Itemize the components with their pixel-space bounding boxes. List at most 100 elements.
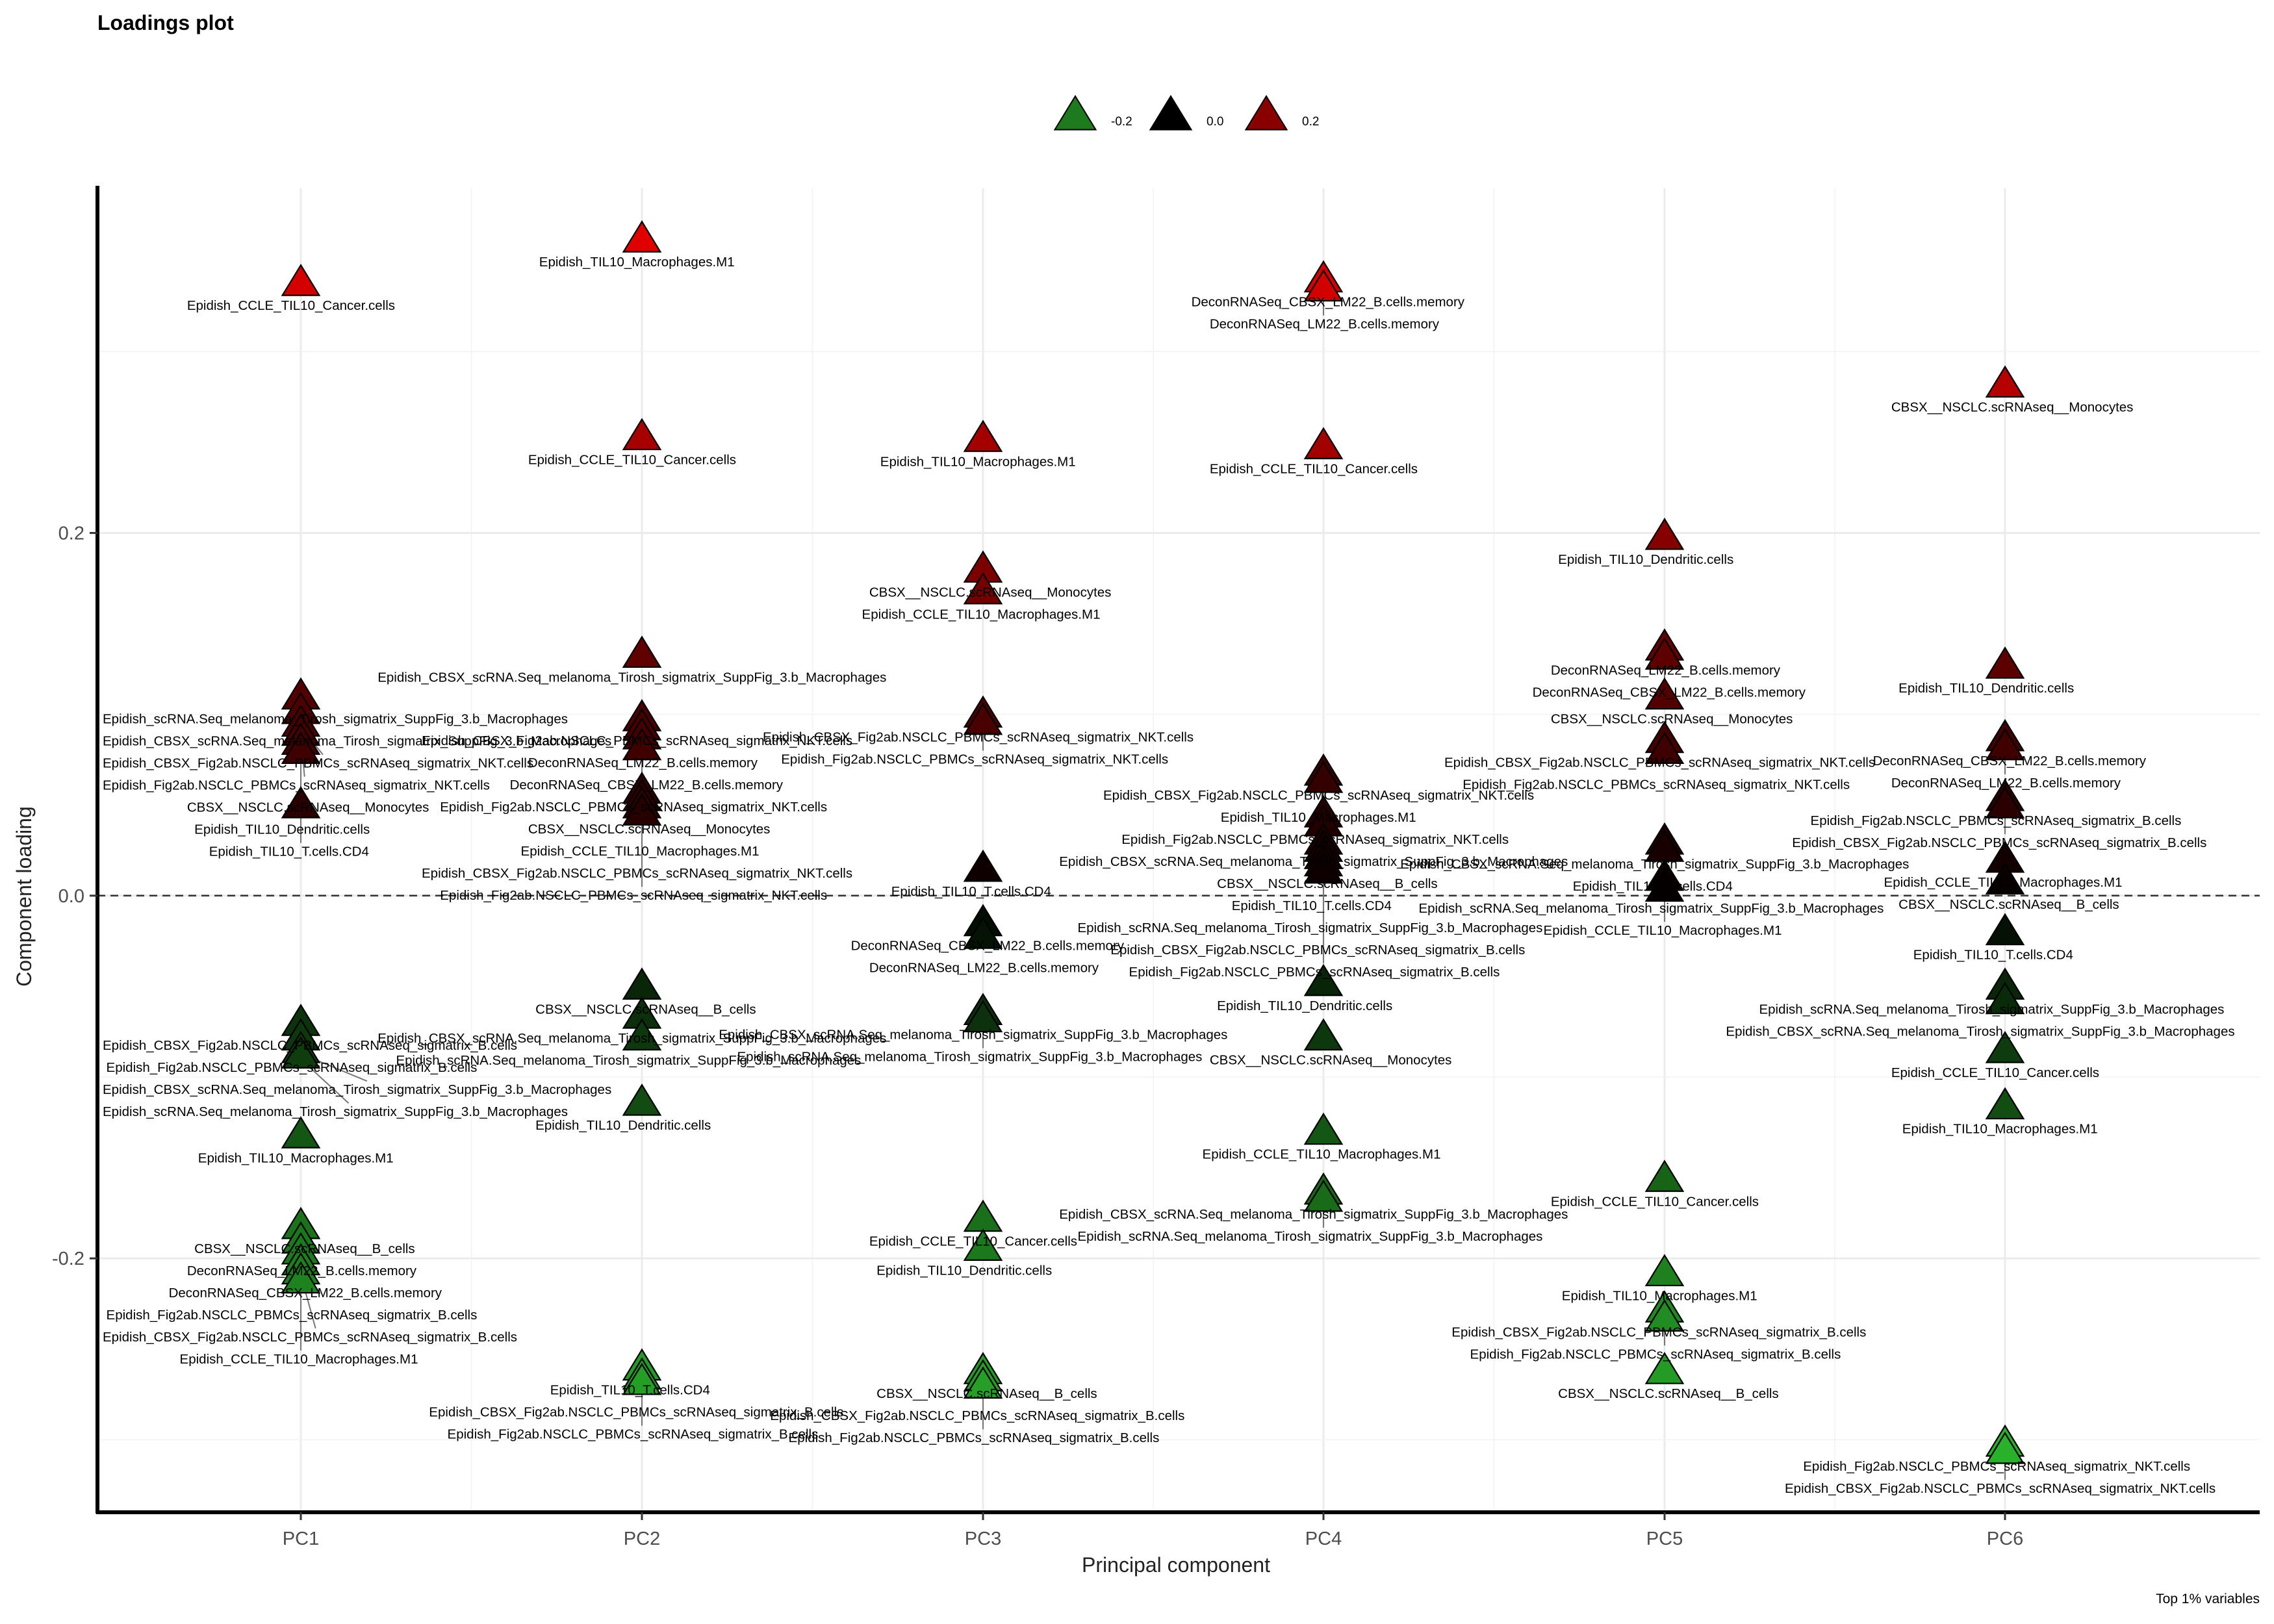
point-label: Epidish_CBSX_Fig2ab.NSCLC_PBMCs_scRNAseq…	[1103, 788, 1534, 803]
point-label: Epidish_Fig2ab.NSCLC_PBMCs_scRNAseq_sigm…	[440, 888, 827, 903]
point-label: DeconRNASeq_LM22_B.cells.memory	[1551, 663, 1781, 678]
point-label: Epidish_CCLE_TIL10_Macrophages.M1	[1884, 875, 2123, 890]
loading-marker	[1644, 869, 1685, 902]
loading-marker	[1303, 1112, 1344, 1145]
y-axis-title: Component loading	[12, 806, 36, 987]
loading-marker	[1985, 646, 2025, 679]
point-label: Epidish_scRNA.Seq_melanoma_Tirosh_sigmat…	[1759, 1002, 2224, 1017]
point-label: CBSX__NSCLC.scRNAseq__B_cells	[1898, 897, 2119, 912]
point-label: Epidish_TIL10_T.cells.CD4	[1232, 898, 1392, 913]
loading-marker	[281, 1036, 321, 1069]
point-label: DeconRNASeq_CBSX_LM22_B.cells.memory	[169, 1286, 442, 1300]
point-label: Epidish_TIL10_Macrophages.M1	[539, 255, 735, 270]
point-label: Epidish_TIL10_Macrophages.M1	[1221, 810, 1416, 825]
loading-marker	[622, 635, 662, 668]
loading-marker	[1303, 1018, 1344, 1051]
loading-marker	[1985, 1431, 2025, 1464]
loading-marker	[1644, 637, 1685, 670]
point-label: Epidish_TIL10_T.cells.CD4	[1913, 948, 2073, 963]
point-label: DeconRNASeq_LM22_B.cells.memory	[869, 961, 1099, 976]
loading-marker	[622, 728, 662, 761]
loading-marker	[622, 793, 662, 826]
point-label: Epidish_Fig2ab.NSCLC_PBMCs_scRNAseq_sigm…	[103, 778, 490, 793]
point-label: Epidish_Fig2ab.NSCLC_PBMCs_scRNAseq_sigm…	[1463, 778, 1850, 793]
point-label: DeconRNASeq_LM22_B.cells.memory	[1210, 317, 1440, 332]
loading-marker	[281, 264, 321, 296]
point-label: CBSX__NSCLC.scRNAseq__Monocytes	[869, 585, 1112, 600]
loading-marker	[622, 1018, 662, 1051]
x-tick-label-pc4: PC4	[1305, 1529, 1342, 1549]
point-label: DeconRNASeq_LM22_B.cells.memory	[528, 755, 758, 770]
point-label: Epidish_TIL10_Dendritic.cells	[535, 1118, 711, 1133]
y-tick-label: -0.2	[52, 1249, 84, 1269]
legend-key-triangle	[1053, 95, 1097, 131]
point-label: Epidish_Fig2ab.NSCLC_PBMCs_scRNAseq_sigm…	[789, 1430, 1160, 1445]
point-label: Epidish_TIL10_Macrophages.M1	[198, 1150, 394, 1165]
point-label: Epidish_CBSX_scRNA.Seq_melanoma_Tirosh_s…	[103, 1082, 611, 1097]
point-label: DeconRNASeq_CBSX_LM22_B.cells.memory	[1873, 754, 2147, 768]
point-label: Epidish_Fig2ab.NSCLC_PBMCs_scRNAseq_sigm…	[1121, 832, 1509, 847]
point-label: Epidish_scRNA.Seq_melanoma_Tirosh_sigmat…	[103, 1104, 568, 1119]
loading-marker	[963, 420, 1003, 452]
point-label: CBSX__NSCLC.scRNAseq__Monocytes	[187, 800, 429, 815]
x-tick-label-pc6: PC6	[1987, 1529, 2023, 1549]
point-label: CBSX__NSCLC.scRNAseq__B_cells	[876, 1386, 1097, 1401]
x-tick-label-pc5: PC5	[1646, 1529, 1683, 1549]
point-label: DeconRNASeq_CBSX_LM22_B.cells.memory	[1533, 685, 1806, 700]
x-tick-label-pc3: PC3	[965, 1529, 1001, 1549]
point-label: Epidish_CCLE_TIL10_Cancer.cells	[528, 452, 736, 467]
point-label: Epidish_CCLE_TIL10_Cancer.cells	[1551, 1194, 1759, 1209]
point-label: Epidish_CBSX_scRNA.Seq_melanoma_Tirosh_s…	[377, 1031, 886, 1046]
point-labels: Epidish_CCLE_TIL10_Cancer.cellsEpidish_s…	[103, 255, 2235, 1496]
loading-marker	[963, 702, 1003, 735]
point-label: Epidish_TIL10_Dendritic.cells	[876, 1263, 1052, 1278]
point-label: Epidish_CBSX_Fig2ab.NSCLC_PBMCs_scRNAseq…	[429, 1405, 843, 1420]
loading-marker	[1644, 1299, 1685, 1332]
point-label: Epidish_CBSX_scRNA.Seq_melanoma_Tirosh_s…	[377, 670, 886, 685]
loading-marker	[963, 917, 1003, 949]
point-label: DeconRNASeq_LM22_B.cells.memory	[187, 1263, 417, 1278]
point-label: CBSX__NSCLC.scRNAseq__Monocytes	[1891, 400, 2134, 415]
loading-marker	[1985, 365, 2025, 398]
point-label: Epidish_TIL10_Dendritic.cells	[1217, 998, 1392, 1013]
point-label: CBSX__NSCLC.scRNAseq__Monocytes	[528, 822, 771, 837]
loading-marker	[622, 967, 662, 1000]
point-label: Epidish_CBSX_scRNA.Seq_melanoma_Tirosh_s…	[1400, 857, 1909, 872]
legend-key-triangle	[1149, 95, 1193, 131]
point-label: Epidish_Fig2ab.NSCLC_PBMCs_scRNAseq_sigm…	[448, 1427, 819, 1442]
loading-marker	[622, 1083, 662, 1116]
point-label: Epidish_CBSX_scRNA.Seq_melanoma_Tirosh_s…	[1059, 854, 1568, 869]
loading-marker	[963, 1000, 1003, 1033]
y-tick-label: 0.2	[58, 523, 84, 544]
point-label: Epidish_CBSX_Fig2ab.NSCLC_PBMCs_scRNAseq…	[103, 1330, 517, 1345]
loading-marker	[281, 1116, 321, 1148]
point-label: Epidish_CBSX_Fig2ab.NSCLC_PBMCs_scRNAseq…	[422, 733, 852, 748]
y-tick-label: 0.0	[58, 886, 84, 907]
loading-marker	[1303, 761, 1344, 793]
loading-marker	[1303, 963, 1344, 996]
point-label: Epidish_CCLE_TIL10_Cancer.cells	[1891, 1065, 2099, 1080]
legend-label: 0.0	[1207, 115, 1223, 129]
point-label: Epidish_TIL10_Dendritic.cells	[1898, 681, 2074, 696]
loading-marker	[1644, 1254, 1685, 1287]
point-label: Epidish_CCLE_TIL10_Cancer.cells	[1210, 461, 1418, 476]
loading-marker	[1985, 913, 2025, 946]
point-label: Epidish_Fig2ab.NSCLC_PBMCs_scRNAseq_sigm…	[781, 752, 1168, 767]
loading-marker	[1303, 851, 1344, 884]
point-label: CBSX__NSCLC.scRNAseq__B_cells	[1217, 876, 1438, 891]
loading-marker	[1985, 728, 2025, 761]
point-label: Epidish_CBSX_Fig2ab.NSCLC_PBMCs_scRNAseq…	[770, 1408, 1184, 1423]
point-label: Epidish_CBSX_Fig2ab.NSCLC_PBMCs_scRNAseq…	[1110, 943, 1525, 958]
point-label: Epidish_scRNA.Seq_melanoma_Tirosh_sigmat…	[1077, 920, 1542, 935]
point-label: CBSX__NSCLC.scRNAseq__Monocytes	[1210, 1053, 1452, 1068]
loading-marker	[1644, 731, 1685, 764]
loading-marker	[281, 731, 321, 764]
loading-marker	[1644, 1352, 1685, 1384]
point-label: Epidish_TIL10_Dendritic.cells	[194, 822, 370, 837]
point-label: DeconRNASeq_CBSX_LM22_B.cells.memory	[510, 778, 784, 793]
legend-label: 0.2	[1302, 115, 1319, 129]
point-label: Epidish_CBSX_Fig2ab.NSCLC_PBMCs_scRNAseq…	[1444, 755, 1875, 770]
point-label: Epidish_Fig2ab.NSCLC_PBMCs_scRNAseq_sigm…	[1470, 1347, 1841, 1362]
